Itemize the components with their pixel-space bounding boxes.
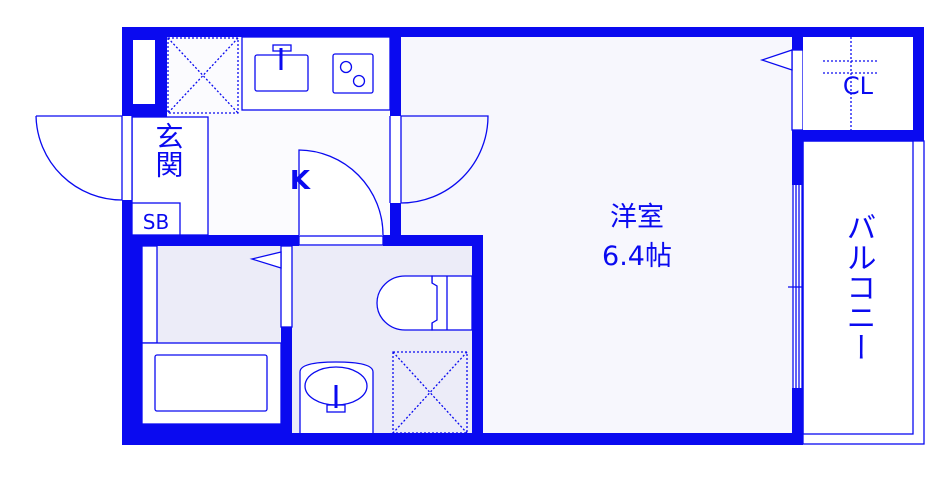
entrance-label: 玄関 <box>152 122 185 178</box>
shoe-box <box>131 202 181 236</box>
western-room-size: 6.4帖 <box>602 241 672 272</box>
closet-door-icon[interactable] <box>759 49 793 71</box>
bath-door-icon[interactable] <box>249 251 282 269</box>
kitchen-label: K <box>290 166 311 196</box>
balcony-window[interactable] <box>788 185 807 388</box>
storage-slot <box>133 40 155 104</box>
washer-space <box>167 37 239 114</box>
closet-label: CL <box>843 72 874 100</box>
toilet-icon <box>376 275 438 331</box>
balcony-label: バルコニー <box>841 212 876 362</box>
western-room-name: 洋室 <box>610 202 664 233</box>
storage-space <box>392 351 468 434</box>
washroom-door[interactable] <box>298 149 384 236</box>
walls <box>122 27 924 445</box>
closet-hanger-lines <box>823 37 877 130</box>
kitchen-counter <box>241 36 391 111</box>
stove-icon <box>332 53 374 94</box>
entrance-door[interactable] <box>35 115 123 201</box>
shoe-box-label: SB <box>143 210 169 234</box>
bath-floor <box>142 246 281 343</box>
balcony-area <box>802 140 914 435</box>
room-door[interactable] <box>400 115 489 204</box>
closet-area <box>803 37 913 130</box>
